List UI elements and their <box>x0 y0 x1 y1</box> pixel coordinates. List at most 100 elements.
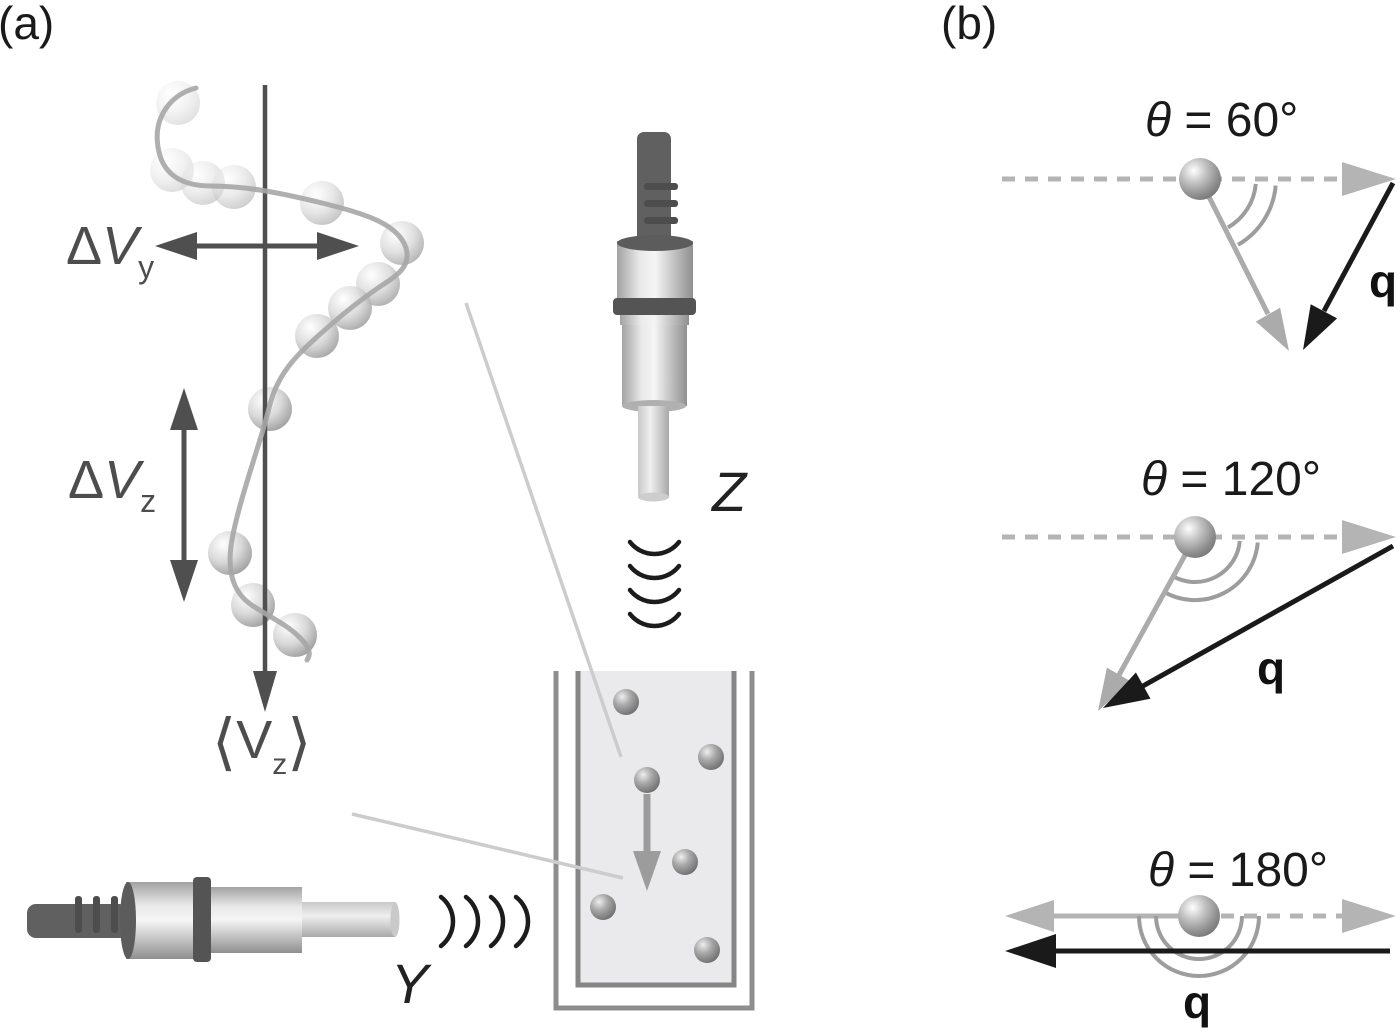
incident-arrowhead <box>1342 520 1396 554</box>
y-transducer <box>27 877 400 962</box>
z-wave-arcs <box>627 539 682 629</box>
subscript-z: z <box>272 748 288 781</box>
scatterer-sphere <box>1179 158 1221 200</box>
z-transducer-ring <box>613 298 696 315</box>
cuvette-outer-wall <box>553 671 755 1011</box>
delta-vy-arrow <box>155 232 359 260</box>
angle-arc <box>1154 915 1244 961</box>
delta-vy-label: ΔVy <box>66 219 154 283</box>
v-symbol: V <box>236 710 273 770</box>
angle-arc <box>1137 915 1261 978</box>
y-transducer-upper-body <box>126 882 197 959</box>
wave-arc <box>438 894 456 949</box>
z-transducer-tip <box>638 406 669 497</box>
scattered-arrowhead <box>1098 667 1132 711</box>
delta-vz-label: ΔVz <box>68 453 156 517</box>
wave-arc <box>627 587 682 605</box>
y-transducer-label: Y <box>391 952 429 1015</box>
scattered-arrow <box>1116 535 1198 677</box>
y-transducer-tip-end <box>390 902 400 937</box>
cuvette <box>553 671 755 1011</box>
v-symbol: V <box>102 216 139 276</box>
angle-arc <box>1162 542 1260 603</box>
mean-velocity-arrowhead <box>253 671 277 712</box>
q-vector <box>1321 181 1396 313</box>
q-label-180: q <box>1183 976 1212 1028</box>
scatterer-sphere <box>1174 516 1216 558</box>
particle <box>634 767 660 793</box>
wave-arc <box>488 894 506 949</box>
scattering-diagram-120 <box>1002 516 1396 711</box>
v-symbol: V <box>104 450 141 510</box>
theta-value: = 60° <box>1171 94 1299 147</box>
theta-value: = 120° <box>1167 453 1322 506</box>
y-cable-rib <box>75 896 82 933</box>
trajectory-diagram <box>150 81 424 712</box>
y-cable-rib <box>111 896 118 933</box>
delta-symbol: Δ <box>66 216 103 276</box>
incident-arrowhead <box>1342 899 1396 933</box>
delta-symbol: Δ <box>68 450 105 510</box>
q-label-120: q <box>1257 642 1286 694</box>
theta-value: = 180° <box>1174 844 1329 897</box>
q-vector <box>1141 543 1395 689</box>
q-label-60: q <box>1369 255 1398 307</box>
panel-b <box>1002 158 1396 978</box>
incident-arrowhead <box>1342 162 1396 196</box>
angle-arc <box>1171 540 1242 584</box>
theta-60-label: θ = 60° <box>1145 97 1298 145</box>
theta-180-label: θ = 180° <box>1148 847 1328 895</box>
theta-symbol: θ <box>1141 453 1168 506</box>
subscript-z: z <box>140 483 157 519</box>
particle <box>694 937 720 963</box>
panel-a-label: (a) <box>0 0 55 49</box>
subscript-y: y <box>138 249 155 285</box>
z-transducer-neck <box>620 315 689 325</box>
scattered-arrowhead <box>1255 307 1289 351</box>
particle <box>672 849 698 875</box>
particle <box>698 744 724 770</box>
theta-symbol: θ <box>1145 94 1172 147</box>
wave-arc <box>627 611 682 629</box>
scatterer-sphere <box>1178 895 1220 937</box>
q-vector-arrowhead <box>1303 304 1338 350</box>
z-transducer <box>613 132 696 502</box>
wave-arc <box>513 894 531 949</box>
z-transducer-top-cap <box>617 235 693 251</box>
particle <box>590 894 616 920</box>
theta-120-label: θ = 120° <box>1141 456 1321 504</box>
pointer-line-upper <box>464 302 623 758</box>
y-wave-arcs <box>438 894 531 949</box>
q-vector-arrowhead <box>1103 672 1151 708</box>
mean-vz-label: ⟨Vz⟩ <box>212 712 311 780</box>
delta-vz-arrow <box>170 388 198 602</box>
y-transducer-body <box>211 887 302 953</box>
wave-arc <box>463 894 481 949</box>
angle-arc <box>1226 183 1258 230</box>
wave-arc <box>627 563 682 581</box>
y-transducer-left-cap <box>120 882 136 959</box>
z-cable-rib <box>644 217 678 224</box>
y-transducer-tip <box>302 902 395 937</box>
scattering-diagram-180 <box>1005 895 1396 978</box>
scattering-diagram-60 <box>1002 158 1396 351</box>
q-vector-arrowhead <box>1005 934 1056 968</box>
z-cable-rib <box>644 200 678 207</box>
angle-bracket-close: ⟩ <box>287 708 312 777</box>
z-transducer-label: Z <box>712 460 747 523</box>
z-cable-rib <box>644 183 678 190</box>
panel-b-label: (b) <box>941 0 998 49</box>
z-transducer-tip-end <box>638 492 669 502</box>
y-transducer-ring <box>193 877 211 962</box>
theta-symbol: θ <box>1148 844 1175 897</box>
angle-arc <box>1236 185 1278 247</box>
cuvette-particles <box>590 689 724 963</box>
settling-arrowhead <box>633 851 661 891</box>
angle-bracket-open: ⟨ <box>212 708 237 777</box>
pointer-line-lower <box>351 812 624 880</box>
z-transducer-body <box>622 325 687 406</box>
trajectory-curve <box>154 85 410 663</box>
particle <box>613 689 639 715</box>
